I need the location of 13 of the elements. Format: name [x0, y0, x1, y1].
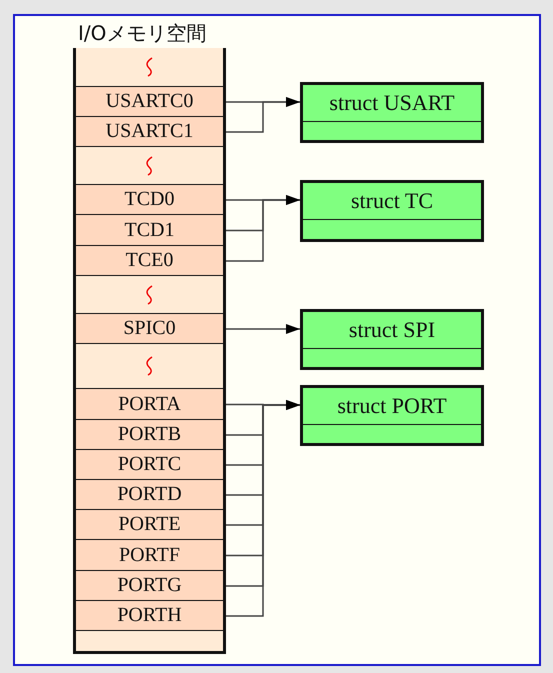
memory-gap-row	[76, 147, 223, 185]
struct-box: struct TC	[300, 180, 484, 242]
struct-box: struct PORT	[300, 385, 484, 446]
memory-gap-row	[76, 344, 223, 389]
memory-gap-row	[76, 630, 223, 651]
connector-arrow	[226, 324, 300, 334]
struct-box: struct SPI	[300, 309, 484, 370]
connector-arrow	[226, 195, 300, 262]
connector-arrow	[226, 97, 300, 133]
struct-box: struct USART	[300, 82, 484, 143]
memory-gap-row	[76, 48, 223, 87]
column-heading: I/Oメモリ空間	[78, 20, 206, 47]
memory-gap-row	[76, 276, 223, 314]
